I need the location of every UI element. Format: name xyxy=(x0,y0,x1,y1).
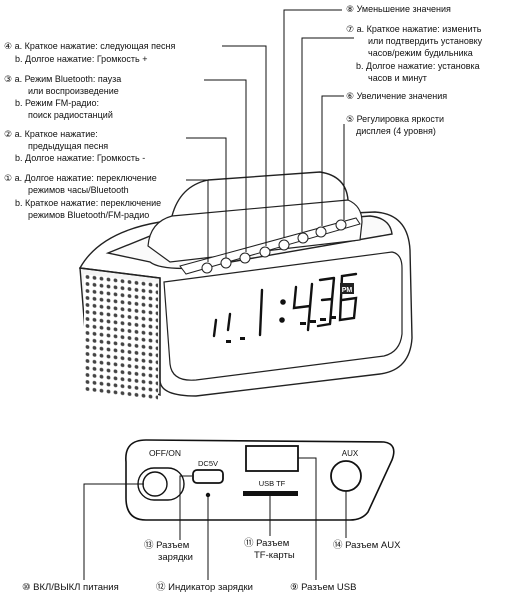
callout-1-a2: режимов часы/Bluetooth xyxy=(28,185,129,195)
usb-tf-label: USB TF xyxy=(259,479,286,488)
callout-6: ⑥ Увеличение значения xyxy=(346,91,448,101)
callout-8: ⑧ Уменьшение значения xyxy=(346,4,451,14)
off-on-label: OFF/ON xyxy=(149,448,181,458)
callout-13-l1: ⑬ Разъем xyxy=(144,540,190,551)
callout-1-b2: режимов Bluetooth/FM-радио xyxy=(28,210,150,220)
usb-port[interactable] xyxy=(245,445,299,472)
callout-12: ⑫ Индикатор зарядки xyxy=(156,582,253,593)
pm-indicator xyxy=(340,283,354,294)
power-switch[interactable] xyxy=(137,467,185,501)
callout-3-b2: поиск радиостанций xyxy=(28,110,113,120)
button-3[interactable] xyxy=(239,252,251,264)
callout-1-a1: ① a. Долгое нажатие: переключение xyxy=(4,173,157,183)
leader-lines-top xyxy=(186,9,354,262)
callout-11-l2: TF-карты xyxy=(254,550,295,561)
button-2[interactable] xyxy=(220,257,232,269)
dc5v-port[interactable] xyxy=(192,469,224,484)
callout-7-b1: b. Долгое нажатие: установка xyxy=(356,61,480,71)
aux-label: AUX xyxy=(342,449,359,458)
callout-3-b1: b. Режим FM-радио: xyxy=(15,98,100,108)
tf-slot[interactable] xyxy=(243,491,298,496)
callout-3-a2: или воспроизведение xyxy=(28,86,119,96)
aux-port[interactable] xyxy=(330,460,362,492)
callout-10: ⑩ ВКЛ/ВЫКЛ питания xyxy=(22,582,119,593)
dc5v-label: DC5V xyxy=(198,459,218,468)
small-segments xyxy=(226,316,336,343)
callout-7-a3: часов/режим будильника xyxy=(368,48,473,58)
callout-4-a: ④ a. Краткое нажатие: следующая песня xyxy=(4,41,176,51)
callout-1-b1: b. Краткое нажатие: переключение xyxy=(15,198,162,208)
callout-2-a2: предыдущая песня xyxy=(28,141,109,151)
button-7[interactable] xyxy=(315,226,327,238)
callout-2-b: b. Долгое нажатие: Громкость - xyxy=(15,153,146,163)
button-6[interactable] xyxy=(297,232,309,244)
callout-2-a1: ② a. Краткое нажатие: xyxy=(4,129,98,139)
pm-text: PM xyxy=(342,287,353,294)
button-4[interactable] xyxy=(259,246,271,258)
callout-3-a1: ③ a. Режим Bluetooth: пауза xyxy=(4,74,122,84)
button-5[interactable] xyxy=(278,239,290,251)
leader-lines-bottom xyxy=(83,457,347,580)
button-1[interactable] xyxy=(201,262,213,274)
rear-panel xyxy=(125,439,395,521)
callout-7-b2: часов и минут xyxy=(368,73,427,83)
callout-9: ⑨ Разъем USB xyxy=(290,582,357,593)
callout-4-b: b. Долгое нажатие: Громкость + xyxy=(15,54,148,64)
callout-11-l1: ⑪ Разъем xyxy=(244,538,290,549)
button-row xyxy=(201,219,347,274)
callout-13-l2: зарядки xyxy=(158,552,193,563)
callout-5-l2: дисплея (4 уровня) xyxy=(356,126,436,136)
charge-indicator xyxy=(205,492,211,498)
callout-14: ⑭ Разъем AUX xyxy=(333,540,401,551)
callout-7-a2: или подтвердить установку xyxy=(368,36,483,46)
callout-7-a1: ⑦ a. Краткое нажатие: изменить xyxy=(346,24,482,34)
led-display xyxy=(212,272,358,338)
button-8[interactable] xyxy=(335,219,347,231)
speaker-grille xyxy=(84,274,158,401)
callout-5-l1: ⑤ Регулировка яркости xyxy=(346,114,445,124)
